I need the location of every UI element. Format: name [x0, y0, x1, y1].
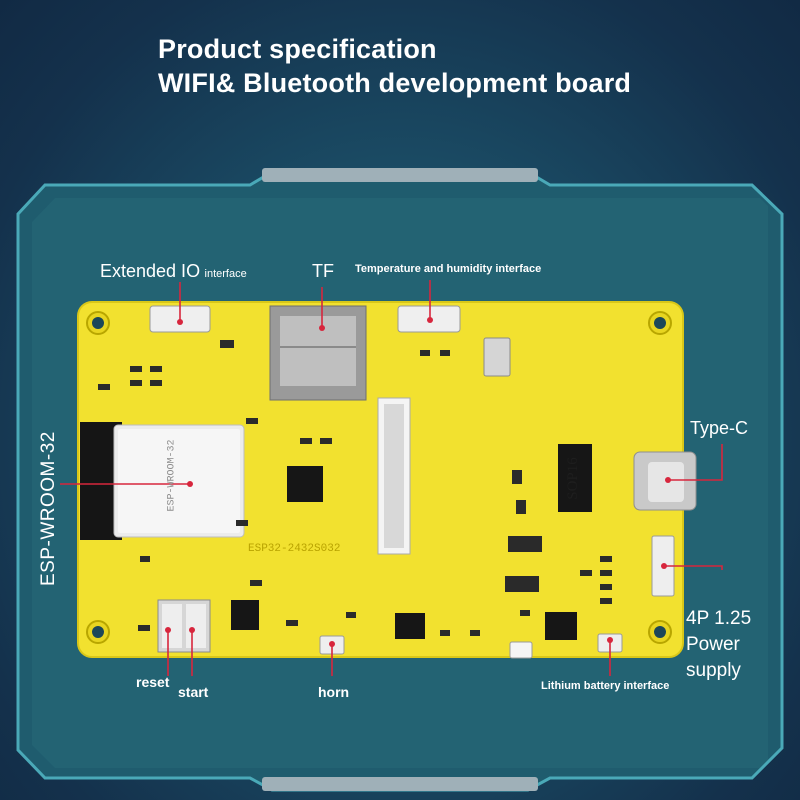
- type-c-label: Type-C: [690, 418, 749, 438]
- reset-start-buttons: [157, 599, 211, 653]
- passive-components: [98, 340, 612, 636]
- esp-module: [80, 422, 245, 540]
- ic-chip-charge: [545, 612, 577, 640]
- horn-label: horn: [318, 684, 350, 700]
- sop16-marking: SOP16: [564, 457, 581, 500]
- transistor: [508, 536, 542, 552]
- board-silkscreen: ESP32-2432S032: [248, 543, 341, 555]
- small-connector: [483, 337, 511, 377]
- transistor-2: [505, 576, 539, 592]
- esp-wroom-label: ESP-WROOM-32: [38, 431, 59, 586]
- extended-io-label: Extended IO interface: [100, 261, 247, 281]
- tf-label: TF: [312, 261, 334, 281]
- callout-lines: [60, 280, 723, 676]
- start-label: start: [178, 684, 209, 700]
- ic-chip-small: [231, 600, 259, 630]
- tf-slot: [269, 305, 367, 401]
- ic-chip: [287, 466, 323, 502]
- type-c-port: [633, 451, 697, 511]
- sop16-chip: [558, 444, 592, 512]
- switch: [509, 641, 533, 659]
- lithium-battery-label: Lithium battery interface: [541, 680, 670, 692]
- module-silkscreen: ESP-WROOM-32: [166, 439, 178, 512]
- ic-chip-amp: [395, 613, 425, 639]
- temp-humidity-label: Temperature and humidity interface: [355, 263, 542, 275]
- title-line-1: Product specification: [158, 34, 437, 64]
- title-line-2: WIFI& Bluetooth development board: [158, 68, 632, 98]
- fpc-connector: [377, 397, 411, 555]
- callout-dots: [165, 317, 671, 647]
- reset-label: reset: [136, 674, 170, 690]
- power-supply-label: 4P 1.25 Power supply: [686, 608, 752, 681]
